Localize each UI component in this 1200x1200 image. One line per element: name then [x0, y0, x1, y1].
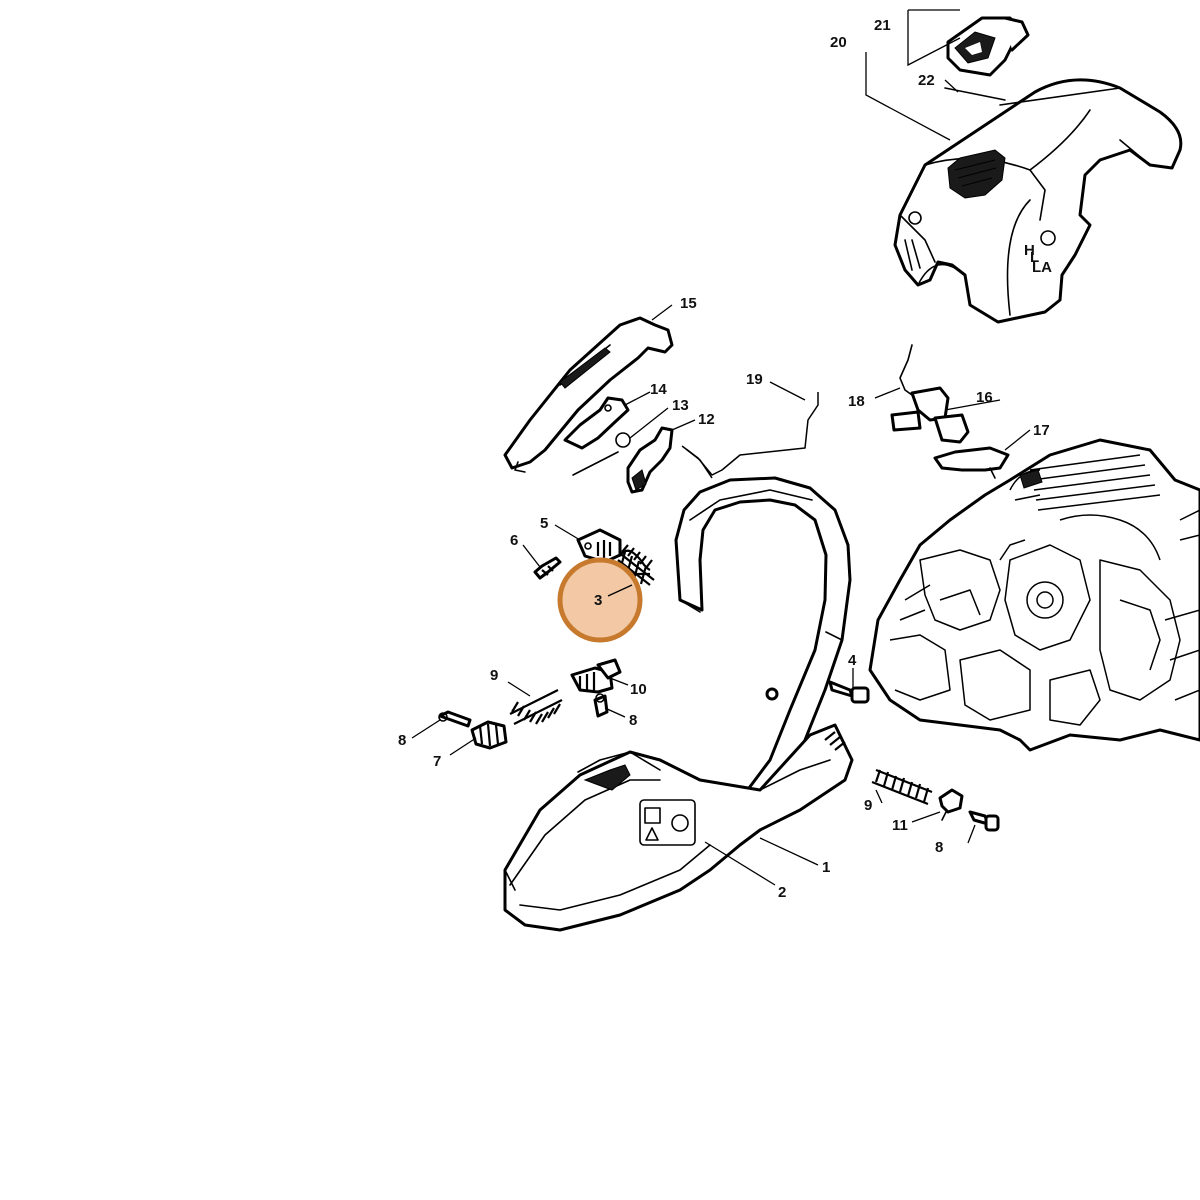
callout-22[interactable]: 22 — [918, 72, 935, 89]
shroud-cap — [946, 16, 1030, 77]
callout-13[interactable]: 13 — [672, 397, 689, 414]
rear-handle-molding — [503, 316, 674, 473]
callout-14[interactable]: 14 — [650, 381, 667, 398]
cover-mark-la: LA — [1032, 259, 1052, 276]
connector-10 — [570, 658, 622, 694]
callout-4[interactable]: 4 — [848, 652, 857, 669]
callout-8-mid[interactable]: 8 — [629, 712, 637, 729]
handle-base — [503, 723, 854, 932]
spring-9-right — [871, 768, 933, 806]
seal-strip — [944, 87, 1006, 101]
callout-3[interactable]: 3 — [594, 592, 602, 609]
callout-8-left[interactable]: 8 — [398, 732, 406, 749]
part-11 — [938, 788, 964, 821]
spring-3 — [617, 544, 655, 586]
screw-6 — [533, 556, 562, 580]
callout-9-left[interactable]: 9 — [490, 667, 498, 684]
callout-10[interactable]: 10 — [630, 681, 647, 698]
callout-6[interactable]: 6 — [510, 532, 518, 549]
shroud-cover — [893, 78, 1183, 324]
callout-15[interactable]: 15 — [680, 295, 697, 312]
cover-mark-h: H — [1024, 242, 1035, 259]
callout-18[interactable]: 18 — [848, 393, 865, 410]
throttle-trigger — [626, 426, 674, 494]
spring-clip — [572, 432, 631, 476]
callout-16[interactable]: 16 — [976, 389, 993, 406]
cover-mark-l: L — [1030, 249, 1039, 266]
screw-8-left — [438, 710, 472, 728]
screw-4 — [828, 680, 870, 704]
highlight-callout-3 — [557, 557, 643, 643]
callout-11[interactable]: 11 — [892, 817, 908, 834]
callout-9-right[interactable]: 9 — [864, 797, 872, 814]
screw-8-right — [968, 810, 1000, 832]
screw-8-mid — [593, 693, 609, 718]
callout-19[interactable]: 19 — [746, 371, 763, 388]
callout-5[interactable]: 5 — [540, 515, 548, 532]
callout-1[interactable]: 1 — [822, 859, 830, 876]
callout-20[interactable]: 20 — [830, 34, 847, 51]
callout-12[interactable]: 12 — [698, 411, 715, 428]
choke-rod-assembly — [890, 344, 970, 444]
holder-7 — [470, 720, 508, 750]
callout-8-right[interactable]: 8 — [935, 839, 943, 856]
buffer-block — [576, 528, 622, 564]
callout-21[interactable]: 21 — [874, 17, 891, 34]
engine-block — [868, 438, 1200, 752]
linkage-lever — [933, 446, 1010, 479]
callout-7[interactable]: 7 — [433, 753, 441, 770]
callout-17[interactable]: 17 — [1033, 422, 1050, 439]
callout-2[interactable]: 2 — [778, 884, 786, 901]
spring-9-left — [509, 689, 563, 725]
